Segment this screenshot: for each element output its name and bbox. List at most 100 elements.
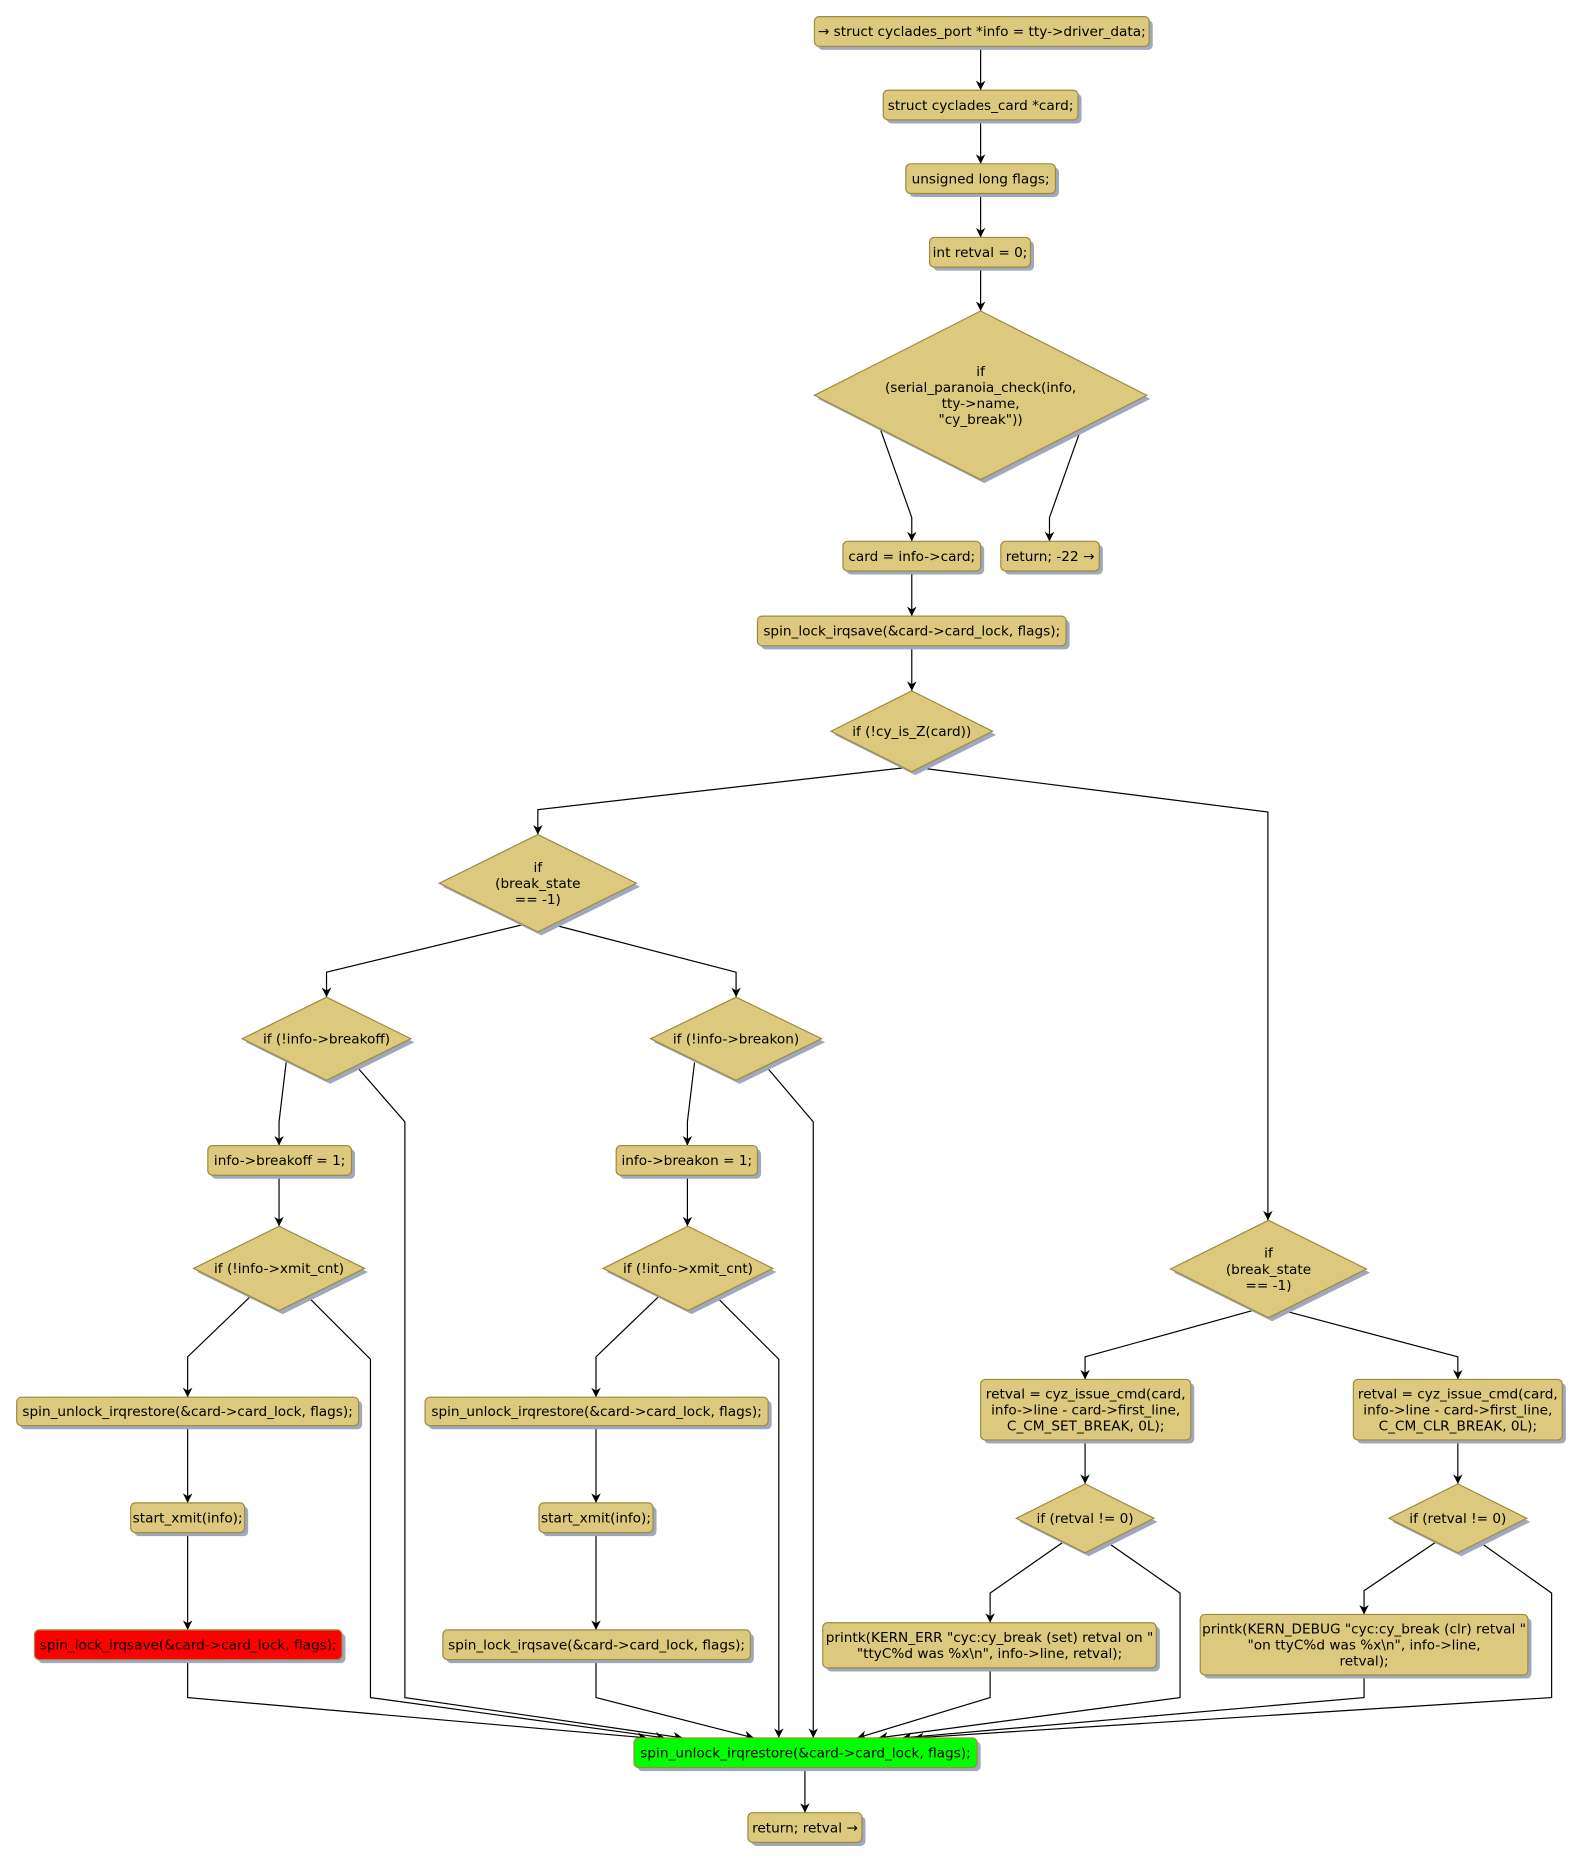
node-label: if (!info->xmit_cnt) xyxy=(214,1261,344,1277)
node-shape xyxy=(1199,1613,1529,1676)
decision-node-d2[interactable]: if (!cy_is_Z(card)) xyxy=(829,690,997,776)
statement-node-n2[interactable]: struct cyclades_card *card; xyxy=(882,89,1082,124)
node-label: start_xmit(info); xyxy=(541,1510,651,1526)
decision-node-d9[interactable]: if (retval != 0) xyxy=(1014,1483,1158,1557)
statement-node-n3[interactable]: unsigned long flags; xyxy=(905,163,1059,198)
decision-node-d5[interactable]: if (!info->breakon) xyxy=(649,996,826,1084)
statement-node-n8[interactable]: info->breakoff = 1; xyxy=(207,1144,356,1179)
node-shape xyxy=(1387,1483,1529,1554)
statement-node-n19[interactable]: printk(KERN_DEBUG "cyc:cy_break (clr) re… xyxy=(1199,1613,1532,1679)
edge-d10-to-n20 xyxy=(914,1540,1553,1743)
node-label: printk(KERN_ERR "cyc:cy_break (set) retv… xyxy=(826,1630,1154,1646)
node-label: return; retval → xyxy=(752,1820,858,1836)
node-label: info->line - card->first_line, xyxy=(991,1402,1180,1418)
node-label: info->breakon = 1; xyxy=(621,1153,752,1169)
node-label: → struct cyclades_port *info = tty->driv… xyxy=(818,24,1146,40)
edge-d7-to-n11 xyxy=(591,1295,660,1398)
node-shape xyxy=(615,1144,759,1176)
edge-d5-to-n9 xyxy=(682,1062,696,1146)
node-label: spin_lock_irqsave(&card->card_lock, flag… xyxy=(448,1637,745,1653)
decision-node-d6[interactable]: if (!info->xmit_cnt) xyxy=(192,1225,369,1315)
statement-node-n11[interactable]: spin_unlock_irqrestore(&card->card_lock,… xyxy=(424,1396,772,1430)
statement-node-n14[interactable]: spin_lock_irqsave(&card->card_lock, flag… xyxy=(33,1629,346,1664)
statement-node-n20[interactable]: spin_unlock_irqrestore(&card->card_lock,… xyxy=(633,1737,981,1772)
node-shape xyxy=(882,89,1079,121)
statement-node-n5[interactable]: card = info->card; xyxy=(842,540,985,575)
edge-d2-to-d8 xyxy=(911,766,1273,1221)
node-shape xyxy=(1352,1378,1563,1441)
node-label: if (retval != 0) xyxy=(1037,1511,1134,1527)
node-label: spin_unlock_irqrestore(&card->card_lock,… xyxy=(640,1746,970,1762)
node-shape xyxy=(538,1502,654,1534)
node-shape xyxy=(822,1622,1157,1669)
node-label: card = info->card; xyxy=(848,549,975,565)
node-label: retval = cyz_issue_cmd(card, xyxy=(986,1386,1186,1402)
edge-d6-to-n10 xyxy=(182,1295,251,1398)
statement-node-n12[interactable]: start_xmit(info); xyxy=(130,1502,249,1537)
node-label: C_CM_SET_BREAK, 0L); xyxy=(1007,1418,1165,1434)
edge-d3-to-d4 xyxy=(321,924,523,998)
node-shape xyxy=(756,615,1067,647)
node-label: spin_unlock_irqrestore(&card->card_lock,… xyxy=(431,1404,761,1420)
decision-node-d1[interactable]: if(serial_paranoia_check(info,tty->name,… xyxy=(813,310,1151,484)
decision-node-d4[interactable]: if (!info->breakoff) xyxy=(240,996,415,1084)
node-label: unsigned long flags; xyxy=(912,171,1050,187)
statement-node-n18[interactable]: printk(KERN_ERR "cyc:cy_break (set) retv… xyxy=(822,1622,1160,1672)
edge-d1-to-n5 xyxy=(879,427,917,542)
statement-node-n17[interactable]: retval = cyz_issue_cmd(card,info->line -… xyxy=(1352,1378,1566,1444)
node-label: "on ttyC%d was %x\n", info->line, xyxy=(1247,1637,1480,1653)
node-shape xyxy=(192,1225,366,1312)
decision-node-d7[interactable]: if (!info->xmit_cnt) xyxy=(601,1225,777,1315)
nodes-layer: → struct cyclades_port *info = tty->driv… xyxy=(16,16,1566,1846)
node-label: info->line - card->first_line, xyxy=(1363,1402,1552,1418)
edge-d4-to-n8 xyxy=(274,1062,287,1146)
node-label: (serial_paranoia_check(info, xyxy=(885,380,1076,396)
node-shape xyxy=(813,310,1149,481)
node-label: struct cyclades_card *card; xyxy=(888,98,1074,114)
edge-n15-to-n20 xyxy=(595,1659,755,1741)
node-shape xyxy=(1014,1483,1156,1554)
statement-node-n16[interactable]: retval = cyz_issue_cmd(card,info->line -… xyxy=(980,1378,1195,1444)
statement-node-n10[interactable]: spin_unlock_irqrestore(&card->card_lock,… xyxy=(16,1396,363,1430)
node-shape xyxy=(424,1396,769,1427)
statement-node-n7[interactable]: spin_lock_irqsave(&card->card_lock, flag… xyxy=(756,615,1070,650)
node-shape xyxy=(842,540,982,572)
edge-d10-to-n19 xyxy=(1359,1540,1438,1615)
node-label: tty->name, xyxy=(942,396,1020,412)
node-shape xyxy=(1169,1219,1368,1319)
node-label: (break_state xyxy=(1226,1262,1311,1278)
node-label: if (!info->breakon) xyxy=(673,1031,799,1047)
node-label: spin_lock_irqsave(&card->card_lock, flag… xyxy=(40,1637,337,1653)
edge-d9-to-n20 xyxy=(878,1540,1181,1742)
node-label: start_xmit(info); xyxy=(133,1510,243,1526)
node-label: == -1) xyxy=(1245,1278,1291,1294)
node-shape xyxy=(33,1629,343,1661)
statement-node-n9[interactable]: info->breakon = 1; xyxy=(615,1144,762,1179)
node-label: int retval = 0; xyxy=(933,245,1028,261)
node-label: retval = cyz_issue_cmd(card, xyxy=(1358,1386,1558,1402)
statement-node-n4[interactable]: int retval = 0; xyxy=(928,236,1035,271)
node-label: return; -22 → xyxy=(1006,549,1095,565)
edge-n18-to-n20 xyxy=(856,1667,991,1740)
node-label: if xyxy=(1264,1246,1274,1262)
edge-d8-to-n17 xyxy=(1283,1309,1463,1380)
statement-node-n13[interactable]: start_xmit(info); xyxy=(538,1502,657,1537)
statement-node-n15[interactable]: spin_lock_irqsave(&card->card_lock, flag… xyxy=(442,1629,754,1664)
decision-node-d3[interactable]: if(break_state== -1) xyxy=(437,833,640,936)
node-label: if (retval != 0) xyxy=(1409,1511,1506,1527)
node-label: spin_unlock_irqrestore(&card->card_lock,… xyxy=(22,1404,352,1420)
node-shape xyxy=(928,236,1032,268)
node-shape xyxy=(601,1225,775,1312)
decision-node-d8[interactable]: if(break_state== -1) xyxy=(1169,1219,1370,1322)
decision-node-d10[interactable]: if (retval != 0) xyxy=(1387,1483,1531,1557)
edge-d7-to-n20 xyxy=(715,1295,784,1738)
edge-d6-to-n20 xyxy=(307,1295,665,1742)
node-label: "ttyC%d was %x\n", info->line, retval); xyxy=(857,1646,1122,1662)
statement-node-n21[interactable]: return; retval → xyxy=(747,1812,866,1846)
edge-d8-to-n16 xyxy=(1080,1309,1253,1380)
statement-node-n6[interactable]: return; -22 → xyxy=(1000,540,1103,575)
node-label: retval); xyxy=(1339,1654,1388,1670)
statement-node-n1[interactable]: → struct cyclades_port *info = tty->driv… xyxy=(813,16,1153,50)
node-label: (break_state xyxy=(495,876,580,892)
